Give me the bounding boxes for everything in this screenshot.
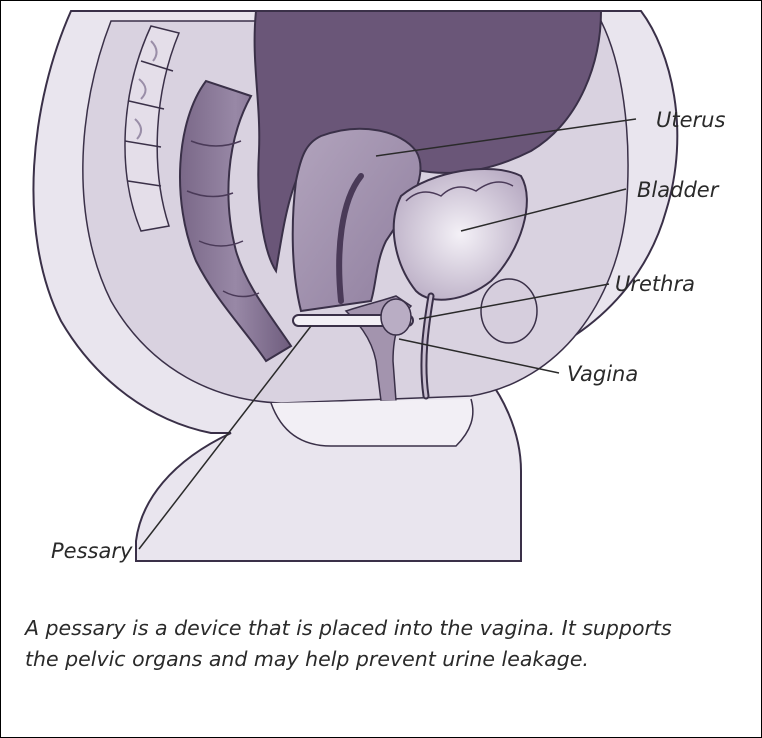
label-vagina: Vagina	[567, 362, 638, 386]
label-bladder: Bladder	[637, 178, 720, 202]
label-pessary: Pessary	[51, 539, 133, 563]
label-urethra: Urethra	[615, 272, 695, 296]
caption-line-1: A pessary is a device that is placed int…	[25, 613, 760, 644]
perineum	[271, 399, 473, 446]
figure-caption: A pessary is a device that is placed int…	[25, 613, 760, 675]
caption-line-2: the pelvic organs and may help prevent u…	[25, 644, 760, 675]
label-uterus: Uterus	[656, 108, 725, 132]
pubic-bone	[481, 279, 537, 343]
